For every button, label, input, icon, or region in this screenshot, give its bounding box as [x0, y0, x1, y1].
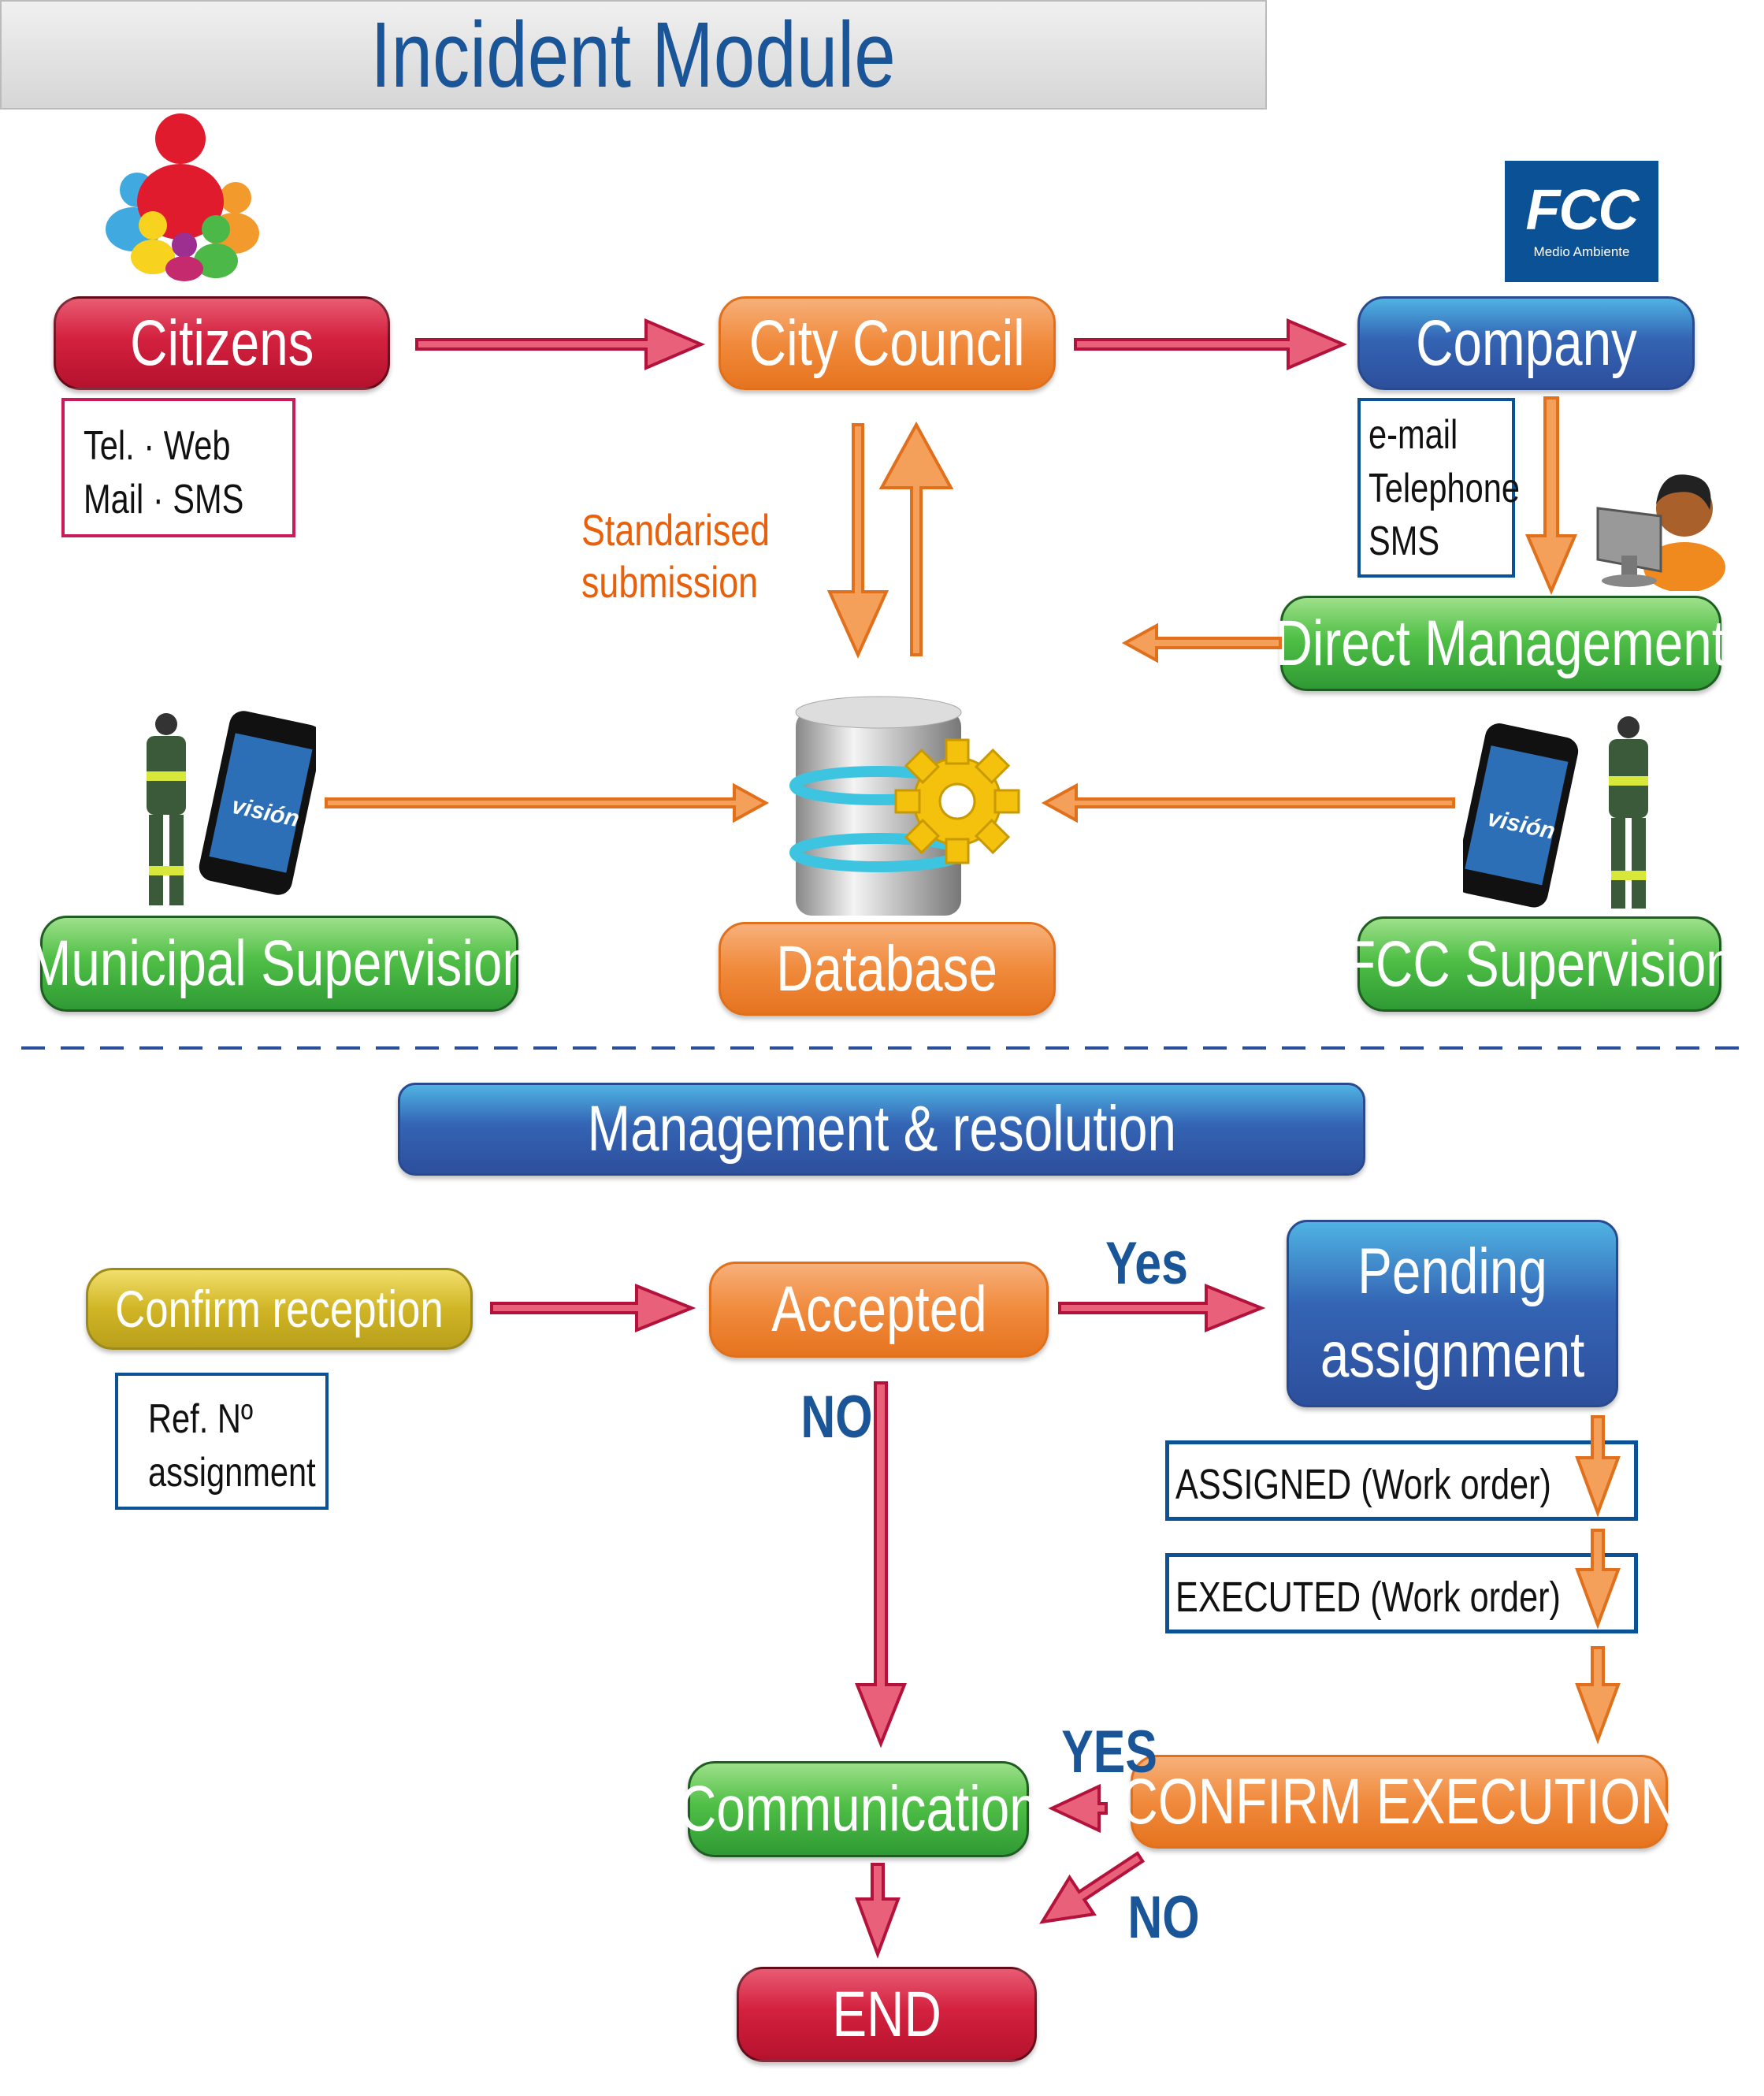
fcc-logo-text: FCC	[1525, 179, 1640, 242]
arrow-accepted-to-communication	[855, 1381, 907, 1749]
confirm-execution-node: CONFIRM EXECUTION	[1120, 1755, 1678, 1849]
arrow-confirm-to-communication	[1048, 1783, 1108, 1834]
end-node: END	[737, 1967, 1037, 2062]
confirm-reception-label: Confirm reception	[115, 1280, 444, 1338]
company-node: Company	[1357, 296, 1695, 390]
operator-at-computer-icon	[1596, 474, 1725, 591]
municipal-worker-with-phone-icon: visión	[147, 711, 316, 905]
yes-upper-text: YES	[1061, 1719, 1157, 1786]
no-label-2: NO	[1119, 1883, 1209, 1952]
executed-label: EXECUTED (Work order)	[1175, 1574, 1561, 1621]
communication-node: Communication	[679, 1761, 1038, 1857]
label-line: Standarised	[581, 505, 771, 555]
channel-line: e-mail	[1368, 412, 1458, 458]
no-label: NO	[792, 1383, 882, 1451]
ref-number-box: Ref. Nº assignment	[115, 1373, 329, 1510]
section-divider	[21, 1046, 1739, 1050]
arrow-council-to-database	[826, 423, 889, 659]
database-label: Database	[776, 932, 998, 1005]
title-bar: Incident Module	[0, 0, 1267, 110]
fcc-worker-with-phone-icon: visión	[1463, 716, 1648, 909]
yes-label: Yes	[1095, 1229, 1198, 1298]
title: Incident Module	[370, 2, 897, 107]
arrow-assigned-to-executed	[1575, 1529, 1621, 1630]
assigned-status-box: ASSIGNED (Work order)	[1165, 1440, 1638, 1521]
accepted-node: Accepted	[709, 1262, 1049, 1358]
arrow-company-to-direct-management	[1524, 396, 1578, 596]
city-council-node: City Council	[719, 296, 1056, 390]
label-line: submission	[581, 557, 759, 607]
channel-line: SMS	[1368, 518, 1440, 565]
direct-management-node: Direct Management	[1276, 596, 1726, 691]
company-channels-box: e-mail Telephone SMS	[1357, 398, 1520, 578]
executed-status-box: EXECUTED (Work order)	[1165, 1553, 1638, 1633]
no-text-2: NO	[1127, 1884, 1200, 1951]
yes-text: Yes	[1105, 1230, 1188, 1297]
citizens-group-icon	[106, 113, 259, 281]
accepted-label: Accepted	[771, 1273, 987, 1345]
database-icon	[789, 696, 1020, 916]
yes-upper-label: YES	[1049, 1718, 1169, 1786]
arrow-municipal-to-database	[325, 782, 770, 823]
end-label: END	[832, 1978, 941, 2050]
fcc-logo-subtitle: Medio Ambiente	[1533, 244, 1630, 259]
arrow-executed-to-confirm	[1575, 1646, 1621, 1745]
pending-assignment-node: Pending assignment	[1287, 1220, 1618, 1407]
citizens-node: Citizens	[54, 296, 390, 390]
channel-line: Telephone	[1368, 465, 1520, 511]
arrow-direct-management-to-database	[1121, 622, 1282, 663]
arrow-communication-to-end	[855, 1863, 901, 1959]
fcc-supervision-label: FCC Supervision	[1344, 927, 1735, 1000]
citizens-label: Citizens	[129, 307, 314, 379]
arrow-citizens-to-council	[415, 318, 706, 371]
arrow-accepted-to-pending	[1058, 1284, 1266, 1332]
company-label: Company	[1415, 307, 1637, 379]
arrow-database-to-council	[878, 421, 954, 656]
ref-line: assignment	[148, 1449, 316, 1496]
citizens-channels-box: Tel. · Web Mail · SMS	[61, 398, 295, 537]
pending-line: assignment	[1320, 1319, 1585, 1391]
confirm-reception-node: Confirm reception	[86, 1268, 473, 1350]
channel-line: Tel. · Web	[84, 423, 231, 469]
arrow-reception-to-accepted	[490, 1284, 696, 1332]
fcc-logo: FCC Medio Ambiente	[1505, 161, 1658, 282]
pending-line: Pending	[1357, 1236, 1547, 1307]
fcc-supervision-node: FCC Supervision	[1344, 916, 1735, 1012]
city-council-label: City Council	[749, 307, 1025, 379]
arrow-council-to-company	[1074, 318, 1348, 371]
standardised-submission-label: Standarised submission	[581, 504, 817, 608]
direct-management-label: Direct Management	[1275, 607, 1727, 679]
assigned-label: ASSIGNED (Work order)	[1175, 1461, 1551, 1508]
database-node: Database	[719, 922, 1056, 1016]
communication-label: Communication	[678, 1773, 1038, 1845]
section-title: Management & resolution	[587, 1093, 1176, 1165]
arrow-pending-to-assigned	[1575, 1415, 1621, 1518]
arrow-fcc-to-database	[1041, 782, 1455, 823]
channel-line: Mail · SMS	[84, 476, 244, 522]
municipal-supervision-label: Municipal Supervision	[28, 927, 531, 999]
ref-line: Ref. Nº	[148, 1396, 254, 1442]
confirm-execution-label: CONFIRM EXECUTION	[1120, 1765, 1678, 1838]
municipal-supervision-node: Municipal Supervision	[28, 916, 531, 1012]
management-resolution-header: Management & resolution	[398, 1083, 1365, 1176]
arrow-confirm-no	[1039, 1851, 1146, 1924]
no-text: NO	[800, 1384, 873, 1451]
